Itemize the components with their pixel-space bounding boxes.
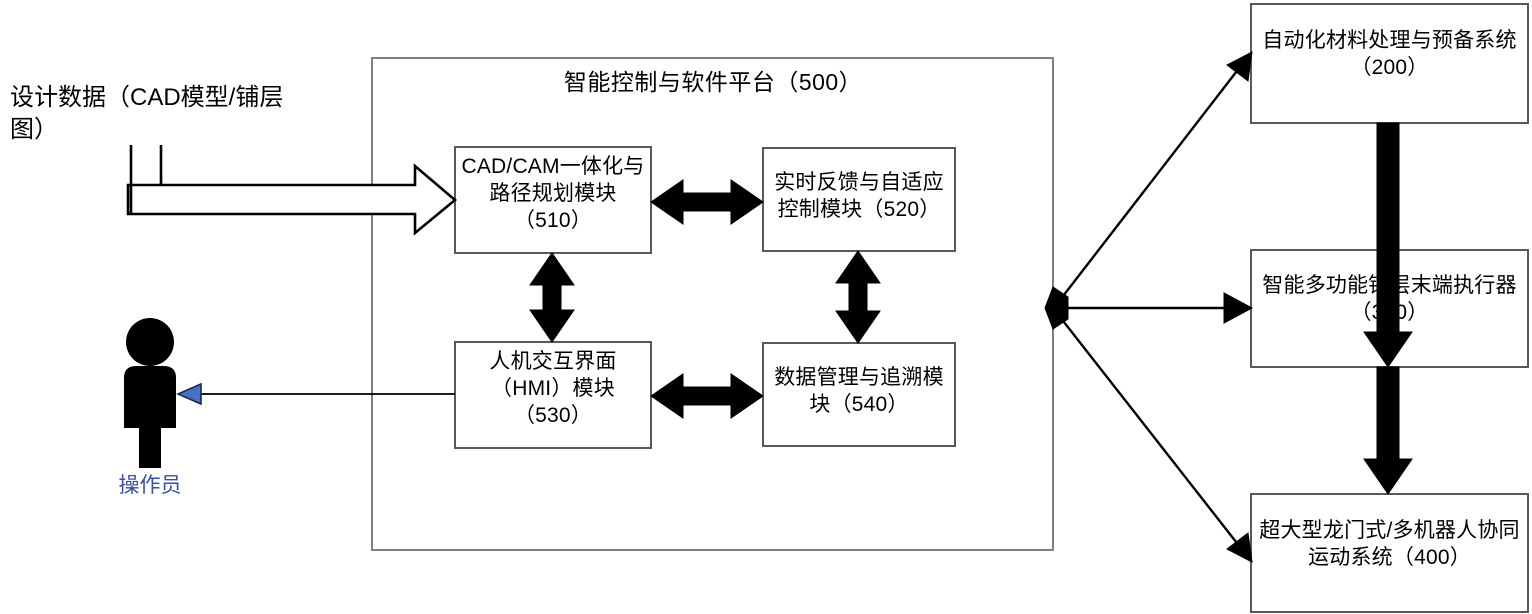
module-box-530[interactable]: [454, 341, 652, 449]
arrow-platform-to-400-line: [1059, 316, 1241, 548]
module-box-510[interactable]: [454, 146, 652, 254]
subsystem-box-200[interactable]: [1250, 3, 1529, 124]
arrow-300-to-400: [1363, 366, 1413, 495]
arrow-hmi-to-operator-head: [175, 382, 202, 406]
subsystem-box-400[interactable]: [1250, 493, 1529, 613]
operator-figure-icon: [124, 318, 176, 468]
arrow-platform-to-200-line: [1059, 66, 1241, 301]
design-data-block-arrow: [126, 163, 458, 236]
module-box-520[interactable]: [762, 147, 956, 252]
arrow-530-540: [650, 373, 764, 419]
module-box-540[interactable]: [762, 342, 956, 447]
arrow-520-540: [835, 250, 881, 344]
arrow-200-to-300: [1363, 122, 1413, 368]
arrow-platform-to-300-head: [1223, 292, 1254, 324]
platform-container-box: [371, 57, 1054, 551]
arrow-510-530: [529, 252, 575, 343]
arrow-platform-to-400-head: [1226, 532, 1253, 563]
arrow-510-520: [650, 179, 764, 225]
arrow-platform-to-200-head: [1226, 51, 1253, 82]
